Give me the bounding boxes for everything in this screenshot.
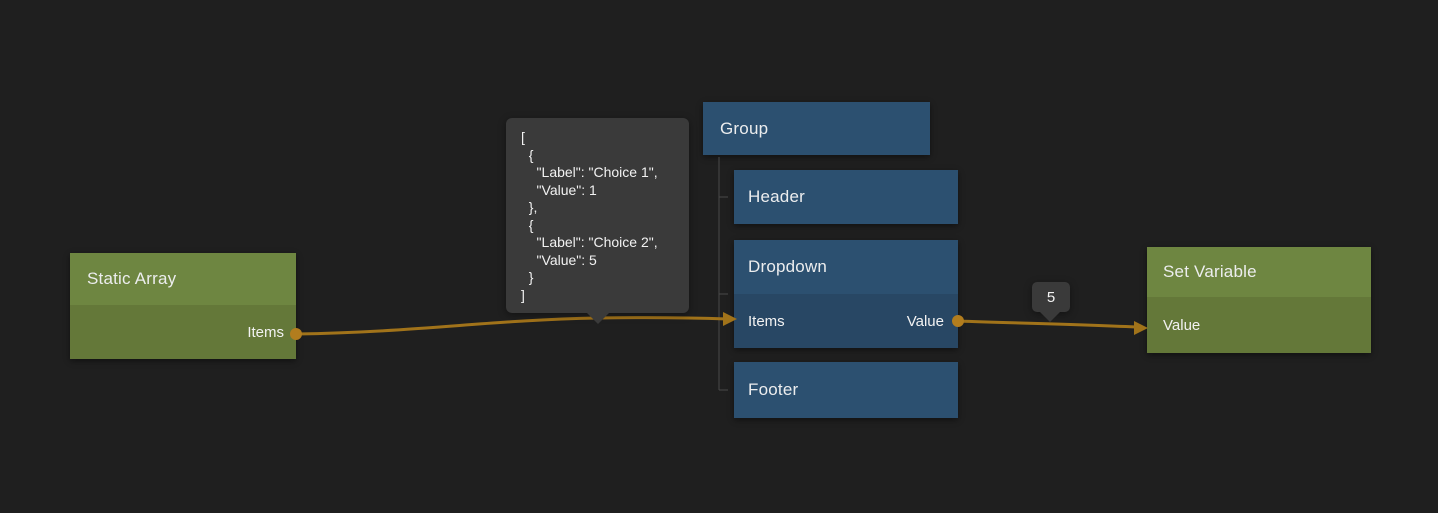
tooltip-pointer-icon bbox=[585, 312, 610, 324]
node-dropdown-title: Dropdown bbox=[748, 257, 828, 276]
array-preview-line: "Value": 1 bbox=[521, 181, 597, 198]
node-group-title: Group bbox=[720, 118, 769, 138]
node-static-array-header[interactable]: Static Array bbox=[70, 253, 296, 305]
tooltip-pointer-icon bbox=[1039, 311, 1061, 322]
array-preview-line: }, bbox=[521, 199, 538, 215]
wire-items-to-dropdown[interactable] bbox=[295, 316, 729, 336]
node-header-child[interactable]: Header bbox=[734, 170, 958, 224]
node-footer-child-header[interactable]: Footer bbox=[734, 362, 958, 418]
value-preview-text: 5 bbox=[1046, 288, 1056, 306]
node-set-variable-header[interactable]: Set Variable bbox=[1147, 247, 1371, 297]
array-preview-line: } bbox=[521, 269, 534, 285]
array-preview-tooltip: [ { "Label": "Choice 1", "Value": 1 }, {… bbox=[506, 118, 689, 324]
array-preview-line: { bbox=[521, 216, 534, 233]
node-dropdown-body: Items Value bbox=[734, 294, 958, 348]
wire-value-arrowhead-icon bbox=[1134, 321, 1148, 335]
node-dropdown[interactable]: Dropdown Items Value bbox=[734, 240, 958, 348]
node-header-child-title: Header bbox=[748, 187, 805, 206]
node-static-array-title: Static Array bbox=[87, 269, 177, 288]
wire-value-to-set-variable[interactable] bbox=[957, 319, 1137, 329]
node-footer-child-title: Footer bbox=[748, 380, 799, 399]
array-preview-line: ] bbox=[521, 286, 525, 303]
node-set-variable-title: Set Variable bbox=[1163, 262, 1257, 281]
node-group[interactable]: Group bbox=[703, 102, 930, 155]
node-static-array-body: Items bbox=[70, 305, 296, 359]
array-preview-line: "Label": "Choice 1", bbox=[521, 164, 658, 180]
value-preview-tooltip: 5 bbox=[1032, 282, 1070, 322]
dropdown-value-output-label: Value bbox=[906, 312, 944, 330]
node-dropdown-header[interactable]: Dropdown bbox=[734, 240, 958, 294]
node-set-variable-body: Value bbox=[1147, 297, 1371, 353]
array-preview-line: "Value": 5 bbox=[521, 251, 597, 268]
dropdown-value-output-port[interactable] bbox=[952, 315, 964, 327]
node-footer-child[interactable]: Footer bbox=[734, 362, 958, 418]
node-static-array[interactable]: Static Array Items bbox=[70, 253, 296, 359]
dropdown-items-input-label: Items bbox=[748, 312, 785, 330]
array-preview-line: [ bbox=[521, 129, 525, 145]
node-header-child-header[interactable]: Header bbox=[734, 170, 958, 224]
node-group-header[interactable]: Group bbox=[703, 102, 930, 155]
array-preview-line: { bbox=[521, 146, 534, 163]
static-array-items-output-port[interactable] bbox=[290, 328, 302, 340]
node-set-variable[interactable]: Set Variable Value bbox=[1147, 247, 1371, 353]
static-array-items-output-label: Items bbox=[247, 323, 284, 341]
set-variable-value-input-label: Value bbox=[1163, 316, 1201, 334]
array-preview-line: "Label": "Choice 2", bbox=[521, 234, 658, 250]
